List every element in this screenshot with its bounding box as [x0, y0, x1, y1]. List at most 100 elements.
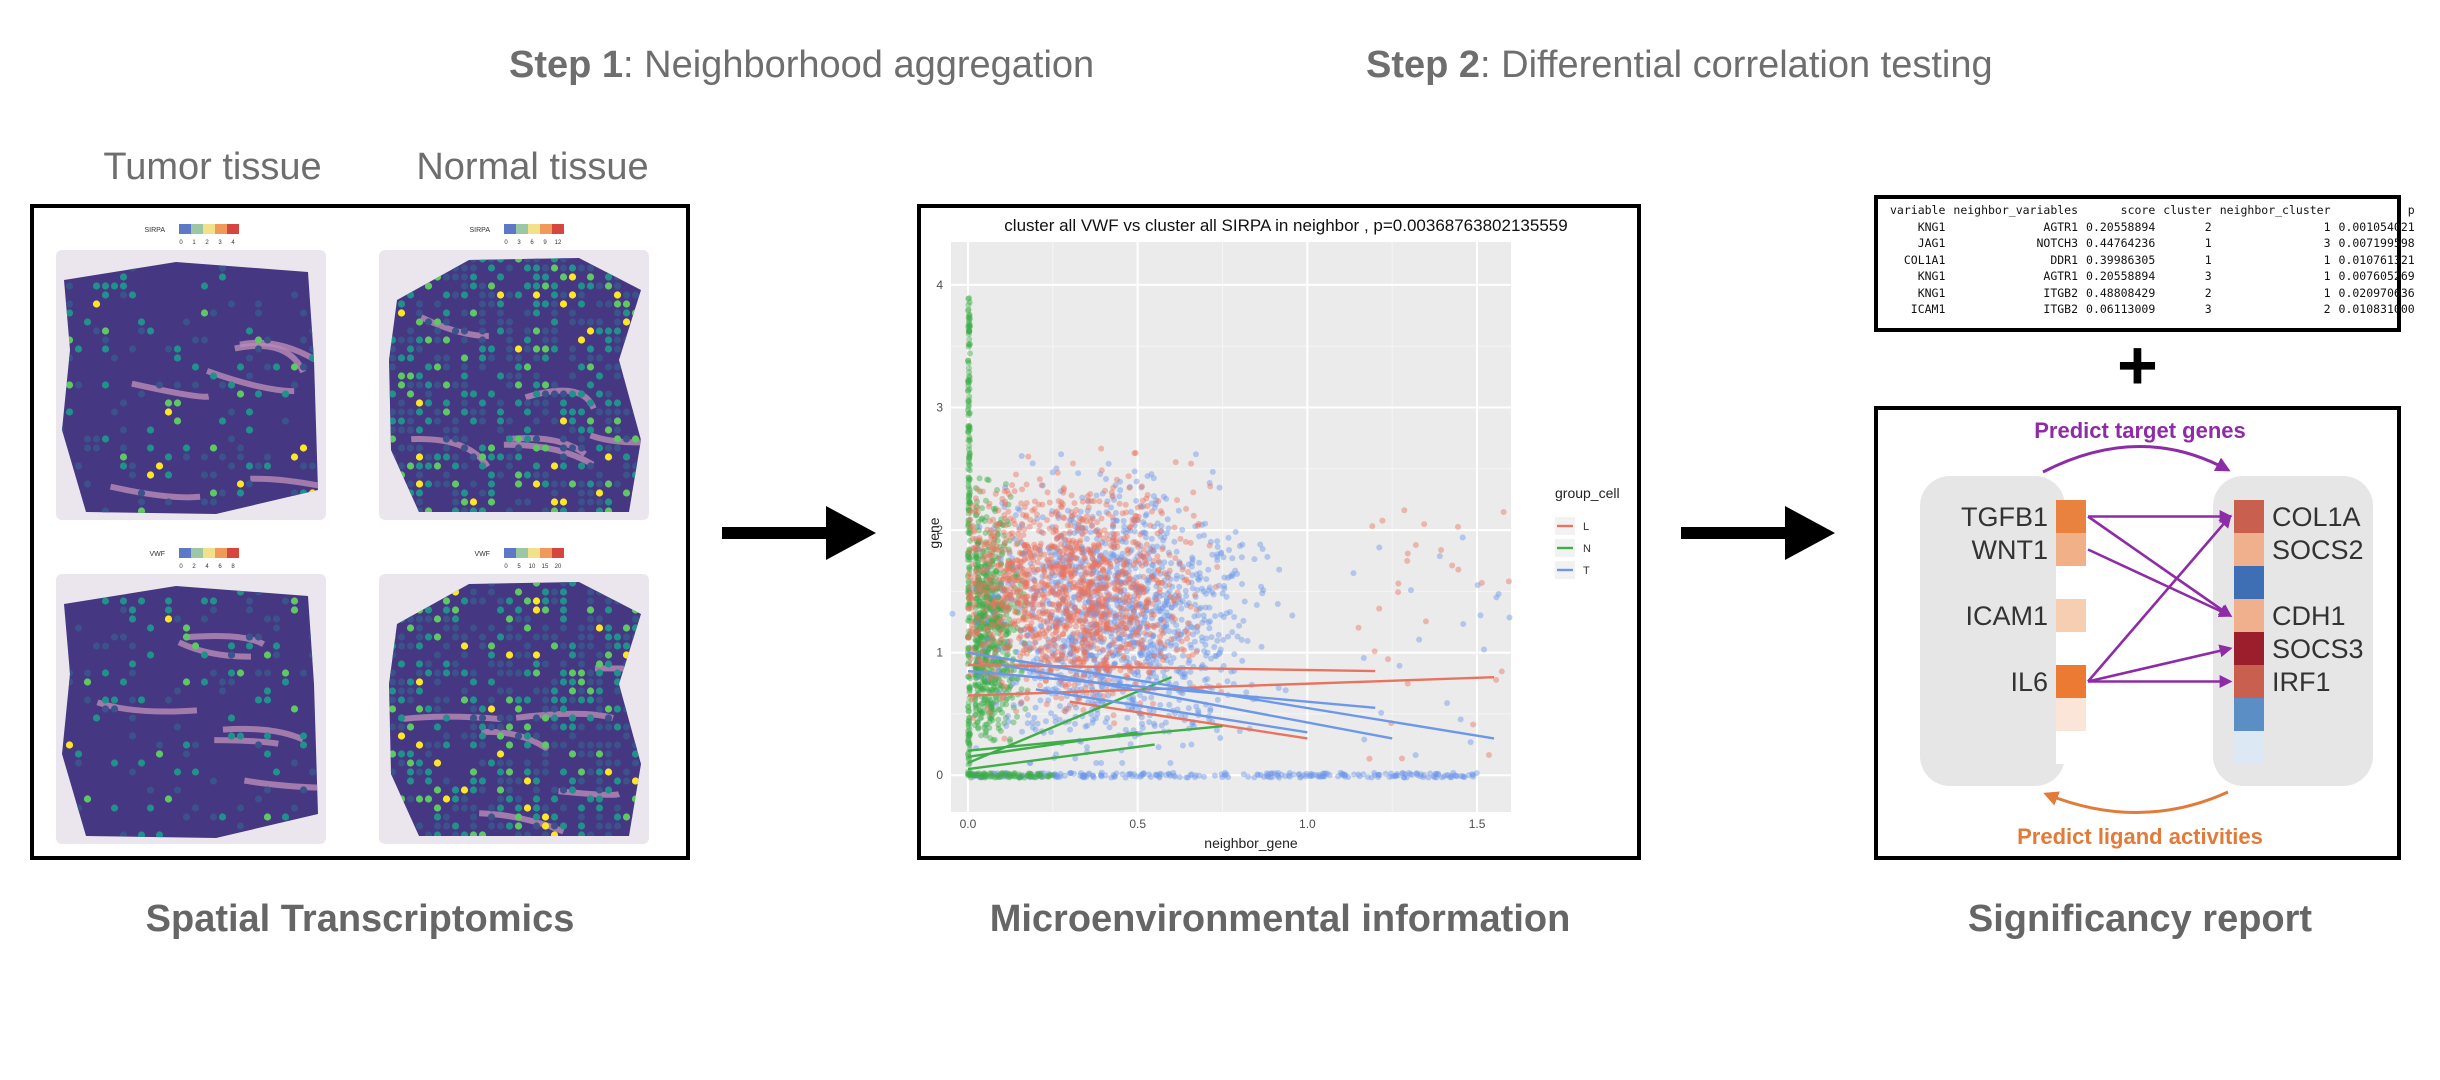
data-point [1017, 773, 1024, 780]
x-tick-label: 1.0 [1299, 817, 1316, 831]
data-point [966, 556, 973, 563]
expression-spot [595, 408, 604, 416]
expression-spot [559, 291, 568, 299]
data-point [965, 327, 972, 334]
data-point [988, 704, 995, 711]
expression-spot [397, 426, 406, 434]
data-point [995, 526, 1002, 533]
expression-spot [110, 696, 119, 704]
data-point [978, 634, 985, 641]
data-point [1003, 631, 1010, 638]
expression-spot [433, 318, 442, 326]
data-point [1290, 771, 1297, 778]
expression-spot [128, 732, 137, 740]
data-point [975, 673, 982, 680]
data-point [978, 626, 985, 633]
data-point [1278, 771, 1285, 778]
data-point [1114, 623, 1121, 630]
data-point [998, 605, 1005, 612]
data-point [1110, 772, 1117, 779]
expression-spot [406, 354, 415, 362]
expression-spot [451, 453, 460, 461]
data-point [1046, 499, 1053, 506]
data-point [1150, 611, 1157, 618]
data-point [981, 678, 988, 685]
data-point [1166, 567, 1173, 574]
data-point [1430, 773, 1437, 780]
expression-spot [541, 831, 550, 836]
data-point [1003, 642, 1010, 649]
data-point [965, 731, 972, 738]
expression-spot [442, 426, 451, 434]
data-point [1372, 772, 1379, 779]
expression-spot [505, 786, 514, 794]
expression-spot [406, 777, 415, 785]
data-point [1470, 773, 1477, 780]
data-point [1145, 567, 1152, 574]
expression-spot [523, 363, 532, 371]
expression-spot [155, 831, 164, 838]
expression-spot [110, 705, 119, 713]
data-point [965, 571, 972, 578]
data-point [1003, 621, 1010, 628]
expression-spot [604, 336, 613, 344]
data-point [1019, 577, 1026, 584]
data-point [1034, 770, 1041, 777]
data-point [981, 606, 988, 613]
expression-spot [389, 417, 397, 425]
data-point [978, 710, 985, 717]
expression-spot [595, 327, 604, 335]
expression-spot [290, 381, 299, 389]
data-point [1276, 566, 1283, 573]
data-point [1158, 771, 1165, 778]
data-point [1067, 769, 1074, 776]
expression-spot [496, 597, 505, 605]
data-point [1056, 703, 1063, 710]
expression-spot [631, 435, 640, 443]
data-point [1027, 773, 1034, 780]
expression-spot [559, 678, 568, 686]
expression-spot [487, 291, 496, 299]
data-point [981, 589, 988, 596]
expression-spot [460, 444, 469, 452]
data-point [979, 621, 986, 628]
tissue-section [62, 262, 318, 514]
data-point [966, 772, 973, 779]
expression-spot [586, 381, 595, 389]
data-point [1020, 613, 1027, 620]
data-point [1027, 771, 1034, 778]
data-point [1002, 522, 1009, 529]
data-point [979, 583, 986, 590]
data-point [1003, 603, 1010, 610]
data-point [1243, 689, 1250, 696]
expression-spot [496, 822, 505, 830]
expression-spot [577, 678, 586, 686]
expression-spot [469, 777, 478, 785]
expression-spot [460, 804, 469, 812]
expression-spot [415, 381, 424, 389]
expression-spot [433, 705, 442, 713]
expression-spot [65, 282, 74, 290]
expression-spot [209, 813, 218, 821]
expression-spot [245, 462, 254, 470]
data-point [1035, 771, 1042, 778]
expression-spot [478, 777, 487, 785]
expression-spot [415, 345, 424, 353]
data-point [1003, 696, 1010, 703]
expression-spot [532, 582, 541, 587]
expression-spot [146, 804, 155, 812]
data-point [1052, 629, 1059, 636]
data-point [985, 618, 992, 625]
data-point [966, 675, 973, 682]
data-point [1275, 769, 1282, 776]
data-point [965, 721, 972, 728]
data-point [1037, 770, 1044, 777]
data-point [965, 295, 972, 302]
expression-spot [110, 759, 119, 767]
data-point [966, 328, 973, 335]
expression-spot [424, 453, 433, 461]
expression-spot [478, 444, 487, 452]
data-point [1004, 645, 1011, 652]
expression-spot [433, 363, 442, 371]
expression-spot [406, 696, 415, 704]
